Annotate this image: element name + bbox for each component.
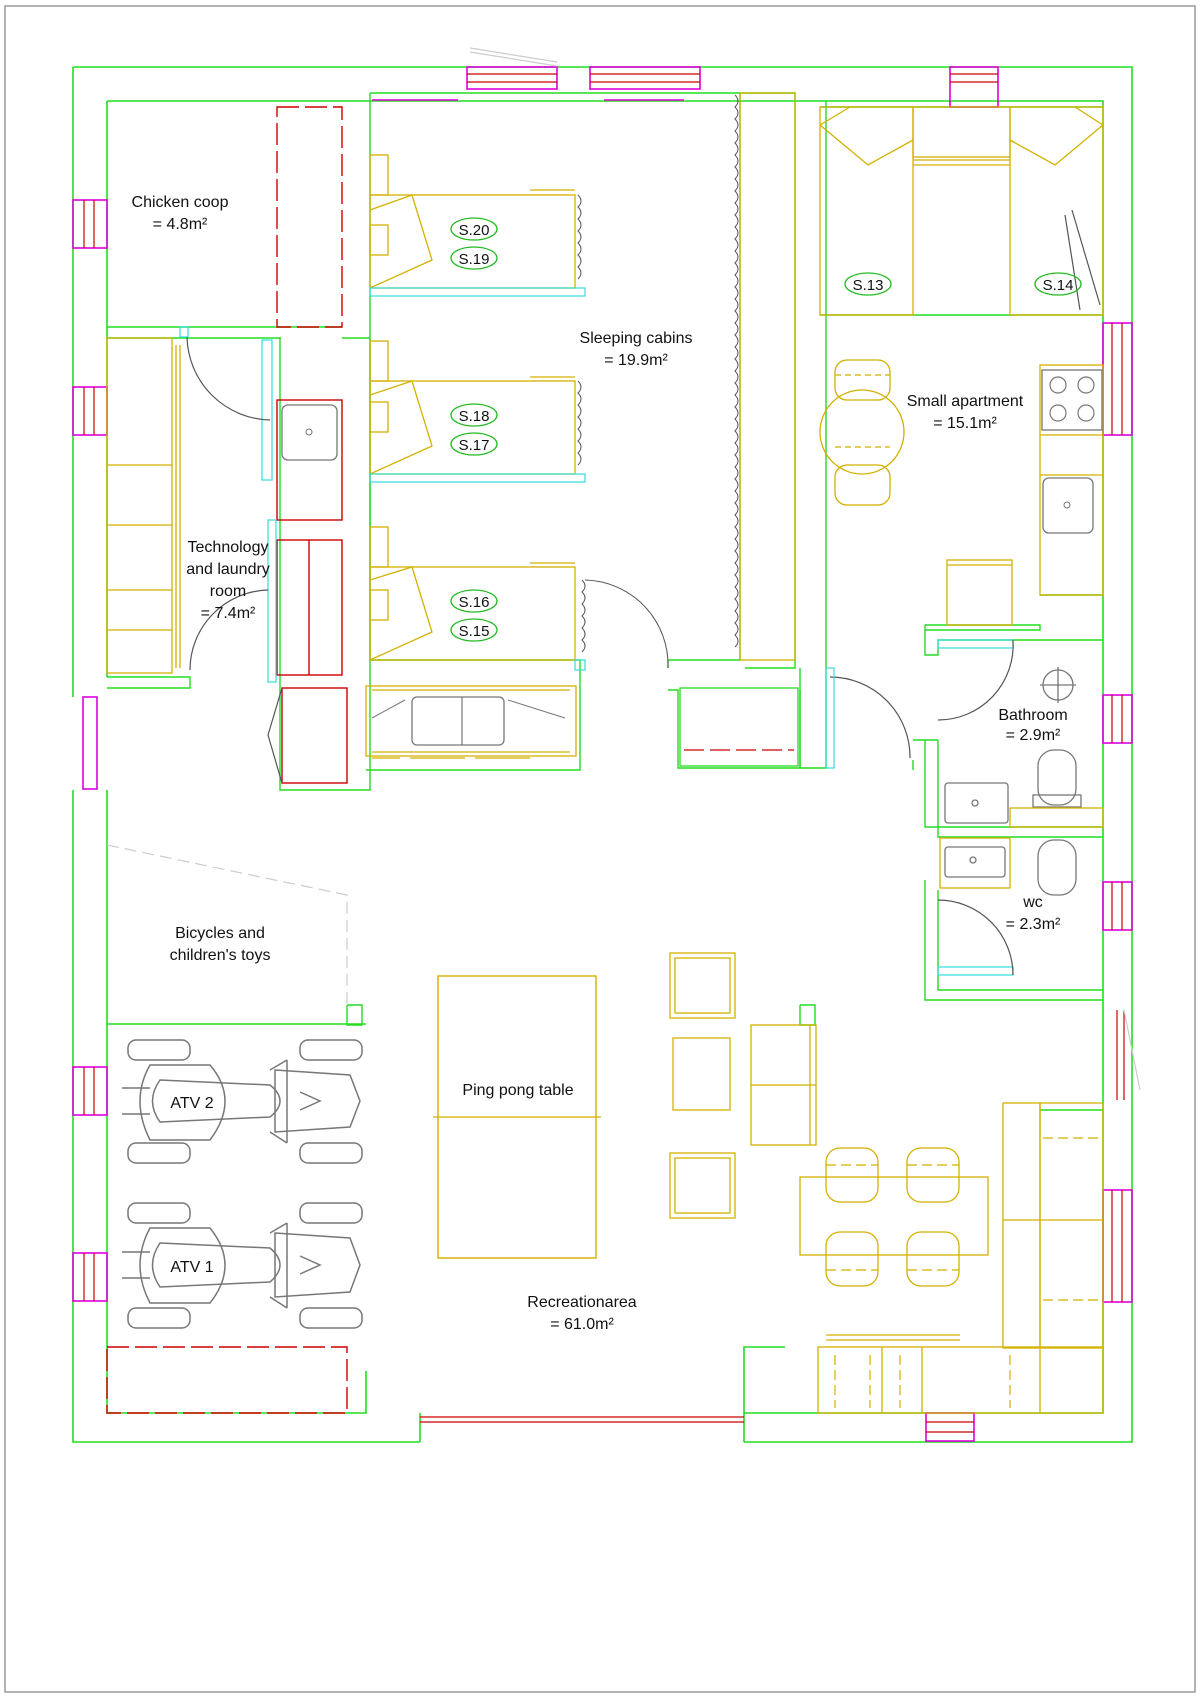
bathroom-counters — [939, 807, 1104, 889]
tech-room-doors — [186, 336, 283, 784]
atv-1-vehicle — [122, 1202, 363, 1329]
small-apartment-area: = 15.1m² — [933, 415, 997, 432]
apartment-beds — [819, 106, 1104, 316]
tech-room-label-2: and laundry — [186, 561, 270, 578]
bicycles-label-2: children's toys — [170, 947, 271, 964]
kitchenette — [365, 685, 577, 759]
sleeping-cabins-label: Sleeping cabins — [580, 330, 693, 347]
curtains — [577, 94, 739, 669]
utility-sink-drain — [305, 428, 313, 436]
burners — [1049, 376, 1095, 422]
apartment-sink-drain — [1063, 501, 1071, 509]
chicken-coop-partition — [276, 106, 343, 328]
double-sink — [411, 696, 505, 746]
storage-bench — [106, 1346, 348, 1414]
wc-area: = 2.3m² — [1006, 916, 1061, 933]
bunk-glass — [369, 287, 586, 671]
bathroom-fixtures — [944, 667, 1082, 896]
tech-room-area: = 7.4m² — [201, 605, 256, 622]
sleeping-place-label: S.20 — [459, 222, 490, 239]
tech-room-appliances — [276, 399, 348, 784]
sleeping-place-label: S.15 — [459, 623, 490, 640]
cabin-cupboard — [679, 687, 799, 767]
small-apartment-label: Small apartment — [907, 393, 1024, 410]
bunk-beds — [369, 92, 796, 661]
tech-room-label-3: room — [210, 583, 246, 600]
sleeping-place-label: S.14 — [1043, 277, 1074, 294]
cooktop — [1041, 369, 1103, 431]
apartment-doors — [829, 209, 1101, 759]
chicken-coop-label: Chicken coop — [132, 194, 229, 211]
recreation-label: Recreationarea — [527, 1294, 637, 1311]
chicken-coop-area: = 4.8m² — [153, 216, 208, 233]
apartment-sink — [1042, 477, 1094, 534]
atv-2-label: ATV 2 — [170, 1095, 213, 1112]
bicycle-zone — [106, 844, 348, 1005]
faucet-right — [507, 699, 566, 719]
wc-label: wc — [1022, 894, 1043, 911]
windows — [72, 66, 1133, 1442]
outer-walls — [72, 66, 1133, 1443]
tech-room-label-1: Technology — [188, 539, 269, 556]
lounge-furniture — [669, 952, 1104, 1414]
lounge-furniture-dashes — [826, 1137, 1100, 1408]
window-frames — [83, 73, 1125, 1433]
bicycles-label-1: Bicycles and — [175, 925, 265, 942]
apartment-glass — [825, 639, 1014, 976]
faucet-left — [371, 699, 406, 719]
bathroom-label: Bathroom — [998, 707, 1067, 724]
sleeping-cabins-area: = 19.9m² — [604, 352, 668, 369]
atv-1-label: ATV 1 — [170, 1259, 213, 1276]
sleeping-place-ovals — [450, 217, 1082, 642]
sleeping-place-label: S.13 — [853, 277, 884, 294]
sleeping-place-label: S.16 — [459, 594, 490, 611]
sleeping-place-label: S.19 — [459, 251, 490, 268]
bathroom-doors — [937, 639, 1014, 976]
ping-pong-label: Ping pong table — [462, 1082, 573, 1099]
apartment-table — [819, 359, 905, 506]
sheet-border — [4, 5, 1196, 1693]
tech-room-cabinets — [106, 337, 181, 674]
sleeping-place-label: S.18 — [459, 408, 490, 425]
atv-2-vehicle — [122, 1039, 363, 1164]
recreation-area: = 61.0m² — [550, 1316, 614, 1333]
utility-sink — [281, 404, 338, 461]
bathroom-area: = 2.9m² — [1006, 727, 1061, 744]
apartment-kitchen — [946, 364, 1104, 626]
open-sash-lines — [469, 47, 1141, 1091]
sleeping-place-label: S.17 — [459, 437, 490, 454]
tech-room-glass — [179, 326, 277, 683]
